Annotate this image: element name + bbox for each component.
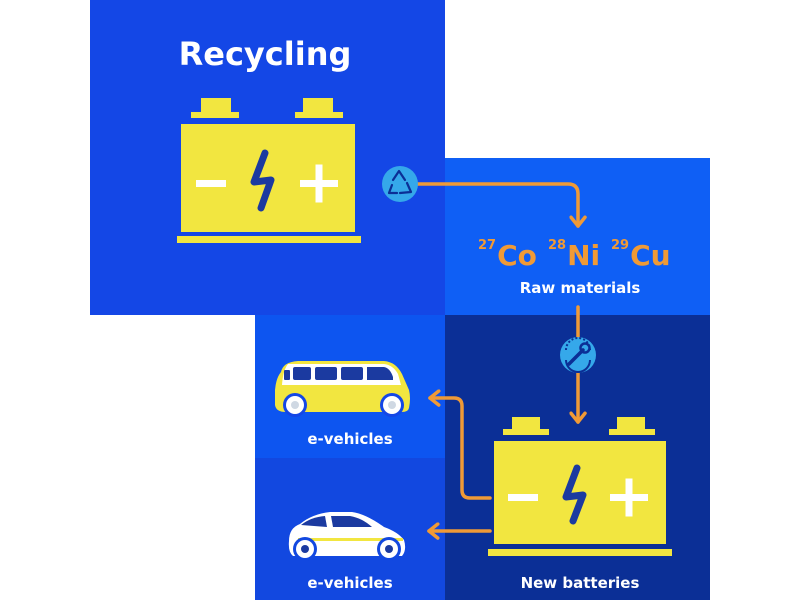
recycling-title: Recycling [178, 35, 352, 73]
recycle-icon [382, 166, 418, 202]
electric-car-icon [288, 512, 406, 561]
chemical-elements: 27Co 28Ni 29Cu [470, 238, 690, 280]
element-copper: 29Cu [611, 238, 671, 272]
old-battery-icon [177, 98, 361, 243]
arrow-to-van [428, 389, 492, 500]
electric-van-icon [275, 361, 410, 417]
car-label: e-vehicles [307, 574, 393, 592]
raw-materials-label: Raw materials [519, 279, 641, 297]
arrow-to-raw-materials [398, 182, 587, 228]
new-batteries-label: New batteries [520, 574, 640, 592]
van-label: e-vehicles [307, 430, 393, 448]
element-cobalt: 27Co [478, 238, 537, 272]
element-nickel: 28Ni [548, 238, 601, 272]
wrench-icon [560, 337, 596, 373]
new-battery-icon [488, 417, 672, 556]
